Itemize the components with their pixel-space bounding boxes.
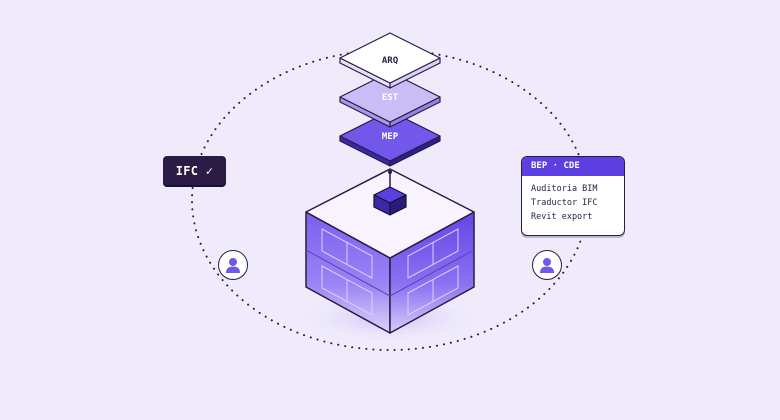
layer-mep-label: MEP	[382, 132, 399, 142]
layer-arq-label: ARQ	[382, 56, 399, 66]
list-item: Revit export	[531, 212, 593, 222]
list-item: Traductor IFC	[531, 198, 598, 208]
avatar-right	[532, 250, 562, 280]
floor-line-right	[389, 249, 475, 297]
ifc-tag: IFC ✓	[163, 156, 226, 185]
bep-card-header: BEP · CDE	[522, 157, 624, 176]
list-item: Auditoria BIM	[531, 184, 598, 194]
user-icon	[540, 258, 554, 273]
layer-arq: ARQ	[339, 32, 441, 89]
window	[407, 228, 459, 279]
ifc-tag-label: IFC ✓	[175, 163, 214, 178]
bep-cde-card: BEP · CDE Auditoria BIM Traductor IFC Re…	[521, 156, 625, 236]
bep-card-list: Auditoria BIM Traductor IFC Revit export	[522, 176, 624, 224]
layer-arq-top	[339, 32, 441, 84]
window	[321, 228, 373, 279]
antenna-dot	[388, 170, 392, 174]
cube-right	[389, 194, 407, 216]
avatar-left	[218, 250, 248, 280]
window	[407, 265, 459, 316]
cube-icon	[373, 170, 407, 216]
window	[321, 265, 373, 316]
layer-est: EST	[339, 71, 441, 128]
user-icon	[226, 258, 240, 273]
layer-est-label: EST	[382, 93, 399, 103]
floor-line-left	[305, 249, 391, 297]
